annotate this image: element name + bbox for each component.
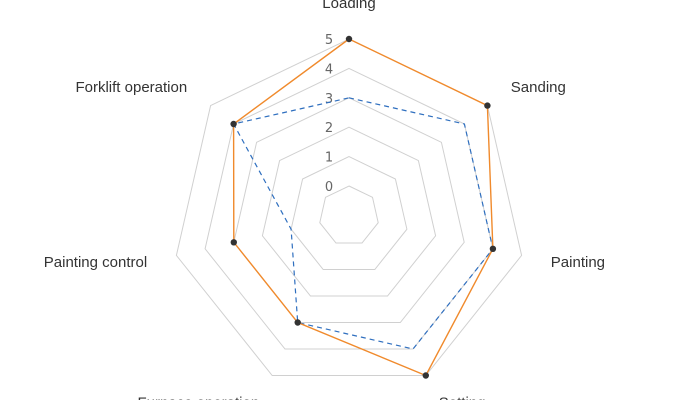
tick-label-1: 1 <box>325 151 333 166</box>
category-label-forklift-operation: Forklift operation <box>75 79 187 96</box>
series-1-line <box>232 38 494 377</box>
series-1-point-forklift-operation <box>230 120 237 128</box>
category-label-loading: Loading <box>322 0 375 12</box>
grid-ring-4 <box>204 67 494 350</box>
tick-label-0: 0 <box>325 180 333 195</box>
grid-ring-5 <box>175 38 523 376</box>
category-label-painting: Painting <box>551 254 605 271</box>
radar-grid <box>175 38 523 376</box>
series-2-line <box>232 97 494 350</box>
category-label-painting-control: Painting control <box>44 254 147 271</box>
category-label-sanding: Sanding <box>511 79 566 96</box>
grid-ring-1 <box>290 156 408 270</box>
grid-ring-0 <box>319 185 379 244</box>
tick-label-4: 4 <box>325 62 333 77</box>
grid-ring-2 <box>261 126 437 297</box>
series-1 <box>230 35 497 379</box>
category-labels: LoadingSandingPaintingSetting Furnace ope… <box>44 0 605 400</box>
series-1-point-furnace-operation <box>294 319 301 326</box>
series-layer <box>230 35 497 379</box>
category-label-furnace-operation: Furnace operation <box>137 395 259 400</box>
tick-label-2: 2 <box>325 121 333 136</box>
radial-tick-labels: 0 1 2 3 4 5 <box>325 33 333 195</box>
tick-label-3: 3 <box>325 92 333 107</box>
series-1-point-setting <box>422 372 429 379</box>
series-1-point-painting <box>489 245 497 252</box>
category-label-setting: Setting <box>439 395 486 400</box>
series-1-point-painting-control <box>230 239 237 246</box>
tick-label-5: 5 <box>325 33 333 48</box>
series-2 <box>232 97 494 350</box>
series-1-point-loading <box>345 35 353 43</box>
series-1-point-sanding <box>484 102 491 109</box>
